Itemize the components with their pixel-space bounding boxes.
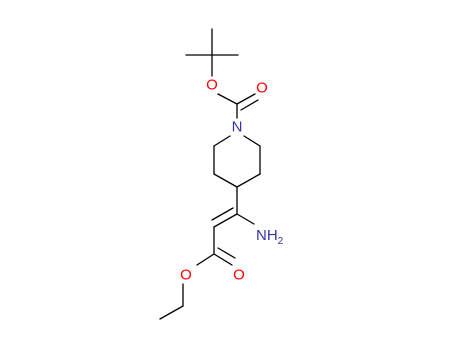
atom-o-ester-ethyl: O	[180, 267, 192, 284]
atom-n-ring: N	[232, 119, 243, 136]
bonds	[159, 28, 261, 320]
atom-labels: O O N NH2 O O	[180, 77, 284, 284]
bond-enamine-double-2	[211, 207, 234, 221]
bond-ring-c3-c4	[213, 173, 238, 188]
bond-ch2-ch3	[159, 305, 184, 320]
bond-ring-n-c6	[243, 135, 261, 147]
bond-ring-n-c2	[213, 135, 231, 147]
bond-ester-c-o-double-1	[213, 253, 233, 266]
atom-o-boc-ester: O	[206, 77, 218, 94]
bond-carbamate-c-o-double-2	[240, 99, 259, 111]
bond-o-carbamate-c	[217, 93, 238, 105]
atom-nh2: NH2	[256, 227, 284, 247]
bond-ester-c-o	[196, 253, 215, 266]
bond-ring-c5-c4	[236, 173, 261, 188]
bond-enamine-double-1	[213, 213, 238, 228]
bond-ester-c-o-double-2	[217, 247, 236, 259]
atom-o-ester-carbonyl: O	[233, 267, 245, 284]
bond-carbamate-c-o-double-1	[236, 93, 256, 105]
bond-enamine-c-nh2	[236, 213, 255, 225]
atom-o-boc-carbonyl: O	[256, 80, 268, 97]
